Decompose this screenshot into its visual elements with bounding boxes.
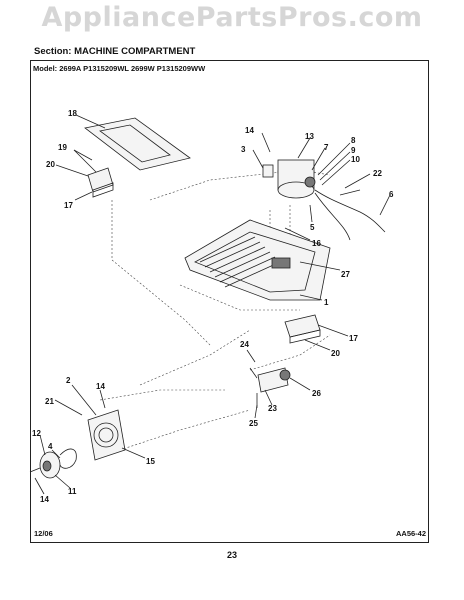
- callout: 23: [268, 404, 277, 413]
- callout: 18: [68, 109, 77, 118]
- watermark: AppliancePartsPros.com: [41, 2, 423, 33]
- callout: 11: [68, 487, 77, 496]
- callout: 2: [66, 376, 71, 385]
- condenser-base: [184, 219, 331, 301]
- callout: 6: [389, 190, 394, 199]
- diagram-frame: [30, 60, 429, 543]
- bracket-23: [249, 367, 291, 408]
- callout: 13: [305, 132, 314, 141]
- callout: 17: [64, 201, 73, 210]
- callout: 20: [331, 349, 340, 358]
- callout: 25: [249, 419, 258, 428]
- callout: 26: [312, 389, 321, 398]
- callout: 14: [40, 495, 49, 504]
- bracket-17-right: [284, 314, 321, 344]
- callout: 16: [312, 239, 321, 248]
- callout: 10: [351, 155, 360, 164]
- callout: 1: [324, 298, 329, 307]
- fan-shroud: [87, 409, 126, 461]
- section-title: Section: MACHINE COMPARTMENT: [34, 46, 196, 57]
- diagram-code: AA56-42: [395, 529, 426, 538]
- bracket-17-top: [87, 167, 114, 198]
- callout: 21: [45, 397, 54, 406]
- fan-motor: [29, 448, 77, 479]
- assembly-guide-lines: [99, 169, 331, 451]
- callout: 17: [349, 334, 358, 343]
- page-number: 23: [226, 550, 237, 560]
- callout: 4: [48, 442, 53, 451]
- callout: 19: [58, 143, 67, 152]
- callout: 20: [46, 160, 55, 169]
- callout: 22: [373, 169, 382, 178]
- cover-plate-18: [84, 117, 191, 171]
- callout: 24: [240, 340, 249, 349]
- callout: 7: [324, 143, 329, 152]
- model-line: Model: 2699A P1315209WL 2699W P1315209WW: [33, 64, 206, 73]
- callout: 9: [351, 146, 356, 155]
- callout: 14: [96, 382, 105, 391]
- compressor: [262, 159, 316, 199]
- callout: 27: [341, 270, 350, 279]
- callout: 14: [245, 126, 254, 135]
- revision-date: 12/06: [34, 529, 53, 538]
- callout-leaders: [34, 114, 391, 495]
- callout: 12: [32, 429, 41, 438]
- callout: 3: [241, 145, 246, 154]
- callout-labels: 18 19 20 17 14 3 13 7 8 9 10 22 6 5 16 2…: [32, 109, 394, 504]
- callout: 5: [310, 223, 315, 232]
- wiring-harness: [314, 189, 386, 241]
- condenser-fins: [199, 236, 281, 288]
- callout: 15: [146, 457, 155, 466]
- callout: 8: [351, 136, 356, 145]
